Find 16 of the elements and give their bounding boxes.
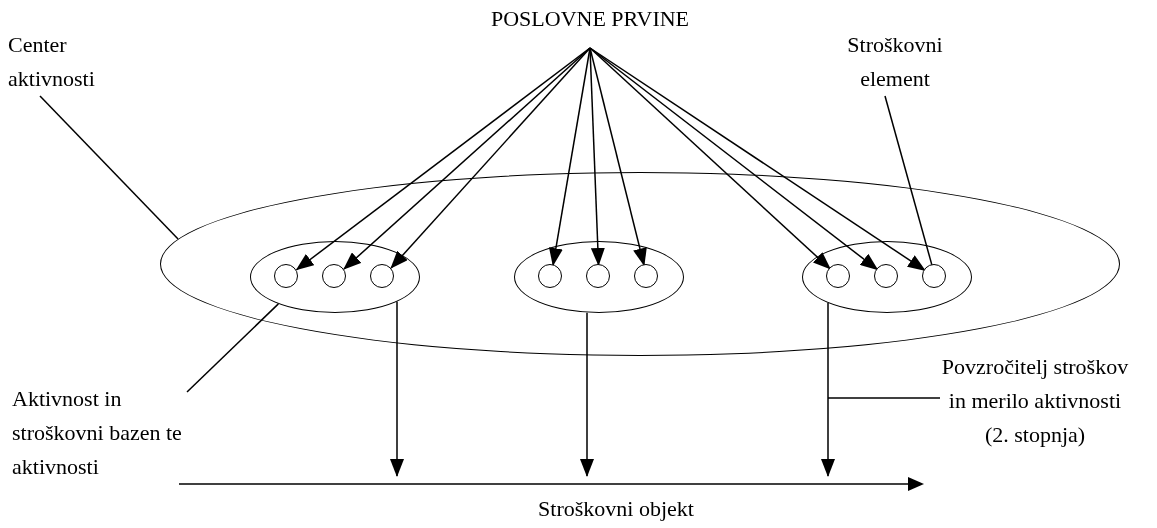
arrow — [343, 47, 591, 270]
arrow — [821, 302, 835, 477]
arrow — [589, 47, 605, 266]
leader-line — [186, 303, 280, 393]
leader-line — [827, 397, 941, 399]
callout-text: POSLOVNE PRVINE — [489, 5, 691, 33]
arrow — [580, 311, 594, 477]
callout-text: Povzročitelj stroškov in merilo aktivnosti (2. stopnja) — [940, 353, 1130, 449]
callout-text: Stroškovni element — [846, 31, 944, 93]
arrow — [390, 300, 404, 477]
caption-text: Stroškovni objekt — [537, 495, 695, 523]
arrow — [390, 47, 591, 269]
callout-text: Aktivnost in stroškovni bazen te aktivnosti — [12, 385, 183, 481]
callout-text: Center aktivnosti — [8, 31, 96, 93]
leader-line — [39, 95, 179, 240]
cost-object-arrow — [179, 476, 924, 492]
